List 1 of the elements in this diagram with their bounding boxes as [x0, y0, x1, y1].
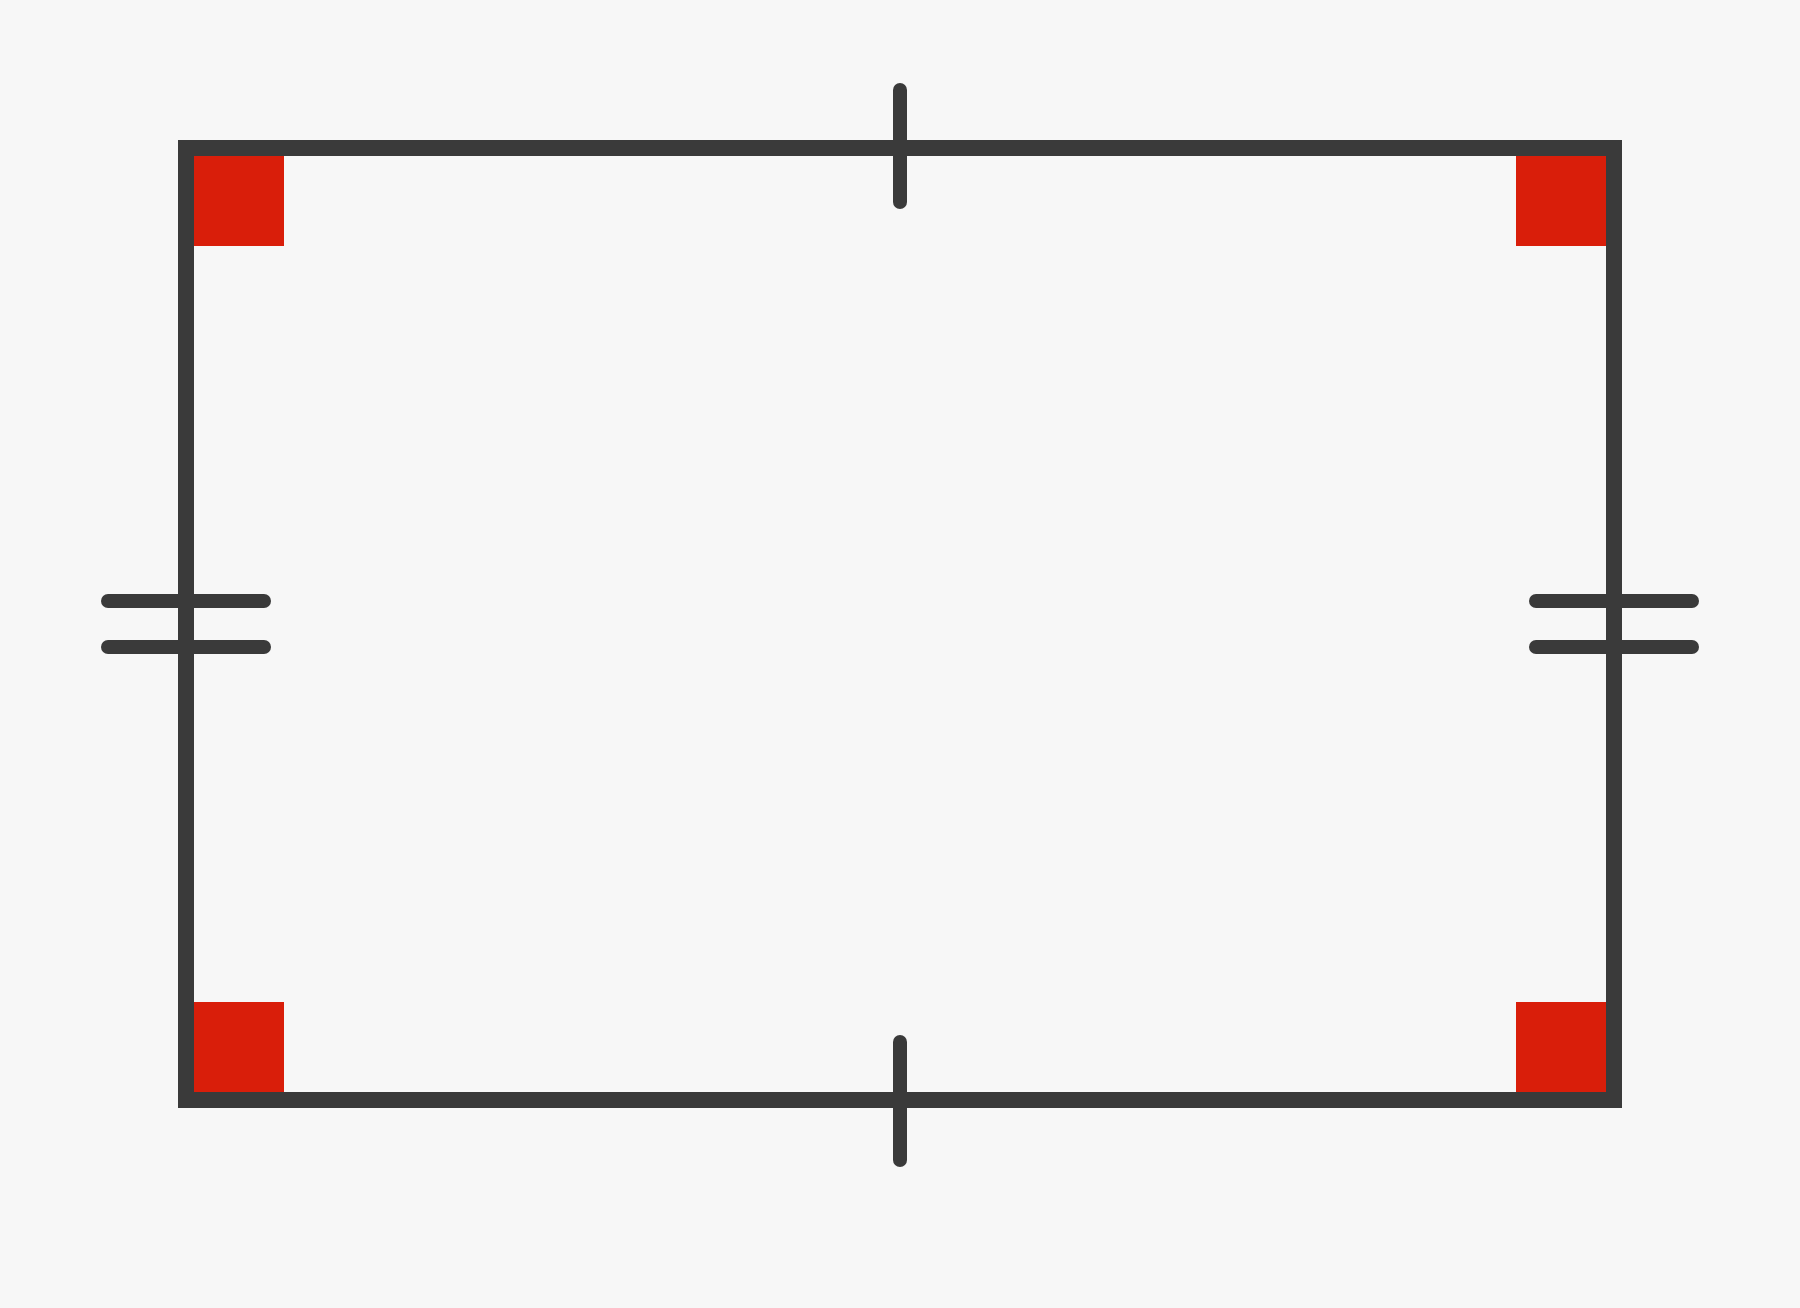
rectangle-shape — [178, 140, 1622, 1108]
